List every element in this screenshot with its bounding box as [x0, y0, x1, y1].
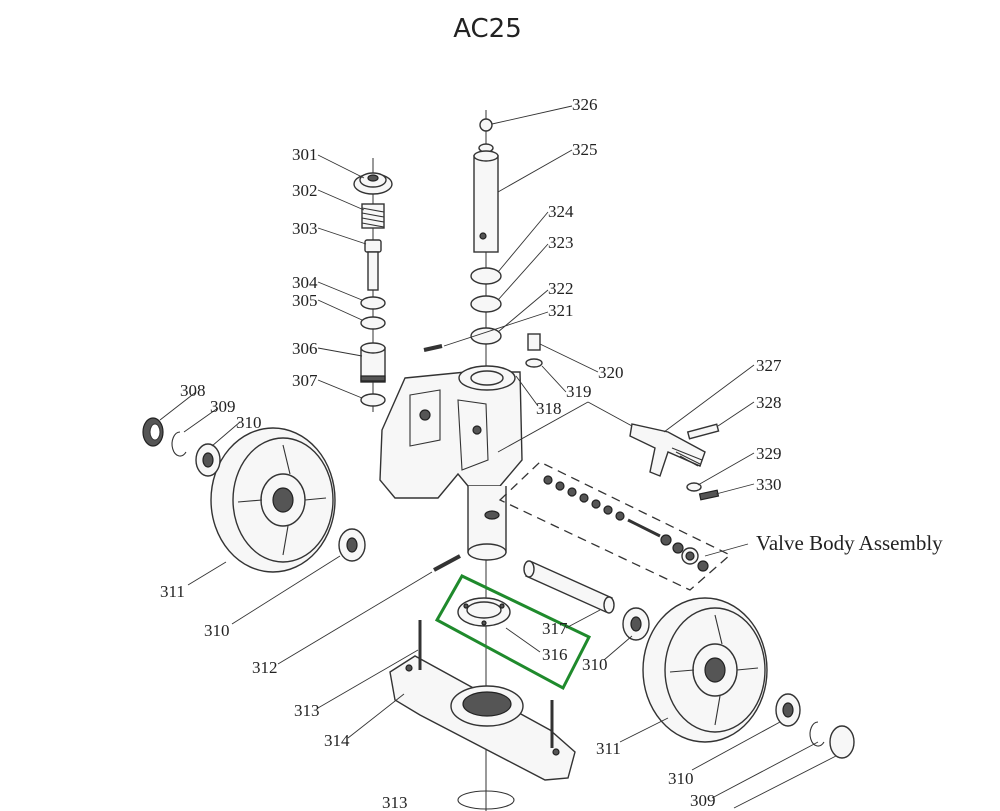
label-309-left: 309	[210, 397, 236, 416]
leader-lines	[159, 105, 837, 809]
label-316: 316	[542, 645, 568, 664]
label-325: 325	[572, 140, 598, 159]
label-310-inner: 310	[204, 621, 230, 640]
part-301-cap	[353, 172, 393, 195]
part-bottom-ring	[457, 790, 515, 810]
part-311-right-wheel	[642, 597, 768, 743]
label-327: 327	[756, 356, 782, 375]
part-325-piston	[473, 143, 499, 253]
part-329-ring	[686, 482, 702, 492]
diagram-title: AC25	[453, 14, 522, 44]
part-309-clip-left	[171, 431, 187, 457]
label-301: 301	[292, 145, 318, 164]
label-306: 306	[292, 339, 318, 358]
valve-body-assembly-label: Valve Body Assembly	[756, 531, 943, 555]
label-320: 320	[598, 363, 624, 382]
label-307: 307	[292, 371, 318, 390]
label-323: 323	[548, 233, 574, 252]
label-310-right-inner: 310	[582, 655, 608, 674]
part-310-right-outer-bearing	[775, 693, 801, 727]
part-324-ring	[470, 267, 502, 285]
label-328: 328	[756, 393, 782, 412]
part-312-pin	[433, 554, 461, 572]
valve-body-parts	[543, 475, 709, 572]
part-317-shaft	[523, 560, 615, 614]
part-310-left-bearing	[195, 443, 221, 477]
label-310-right-outer: 310	[668, 769, 694, 788]
part-310-inner-bearing	[338, 528, 366, 562]
highlight-box-316	[434, 574, 592, 691]
label-311-right: 311	[596, 739, 621, 758]
label-330: 330	[756, 475, 782, 494]
label-319: 319	[566, 382, 592, 401]
label-318: 318	[536, 399, 562, 418]
label-303: 303	[292, 219, 318, 238]
part-309-clip-right	[809, 721, 825, 747]
label-317: 317	[542, 619, 568, 638]
part-320-screw	[525, 333, 543, 368]
label-314: 314	[324, 731, 350, 750]
label-313-left: 313	[294, 701, 320, 720]
part-318-pump-body	[379, 365, 523, 561]
label-322: 322	[548, 279, 574, 298]
valve-body-assembly-box	[498, 461, 732, 591]
label-326: 326	[572, 95, 598, 114]
label-324: 324	[548, 202, 574, 221]
part-306-sleeve	[360, 342, 386, 383]
part-330-screw	[698, 489, 720, 501]
label-329: 329	[756, 444, 782, 463]
part-303-plunger	[364, 239, 382, 291]
part-cap-right	[829, 725, 855, 759]
label-304: 304	[292, 273, 318, 292]
label-309-right: 309	[690, 791, 716, 810]
part-305-seal	[360, 316, 386, 330]
part-307-seal	[360, 393, 386, 407]
part-311-left-wheel	[210, 427, 336, 573]
part-304-washer	[360, 296, 386, 310]
part-302-spring	[361, 203, 385, 229]
label-310-left: 310	[236, 413, 262, 432]
label-305: 305	[292, 291, 318, 310]
part-323-ring	[470, 295, 502, 313]
label-308: 308	[180, 381, 206, 400]
part-316-bearing-ring	[457, 597, 511, 627]
part-310-right-inner-bearing	[622, 607, 650, 641]
part-328-pin	[686, 423, 720, 440]
label-302: 302	[292, 181, 318, 200]
part-314-base	[389, 655, 576, 781]
label-321: 321	[548, 301, 574, 320]
label-312: 312	[252, 658, 278, 677]
part-308-seal	[142, 417, 164, 447]
part-322-ring	[470, 327, 502, 345]
label-313-bottom: 313	[382, 793, 408, 811]
part-327-lever	[629, 423, 706, 477]
part-pin-small	[423, 344, 443, 352]
part-326-ball	[479, 118, 493, 132]
label-311-left: 311	[160, 582, 185, 601]
